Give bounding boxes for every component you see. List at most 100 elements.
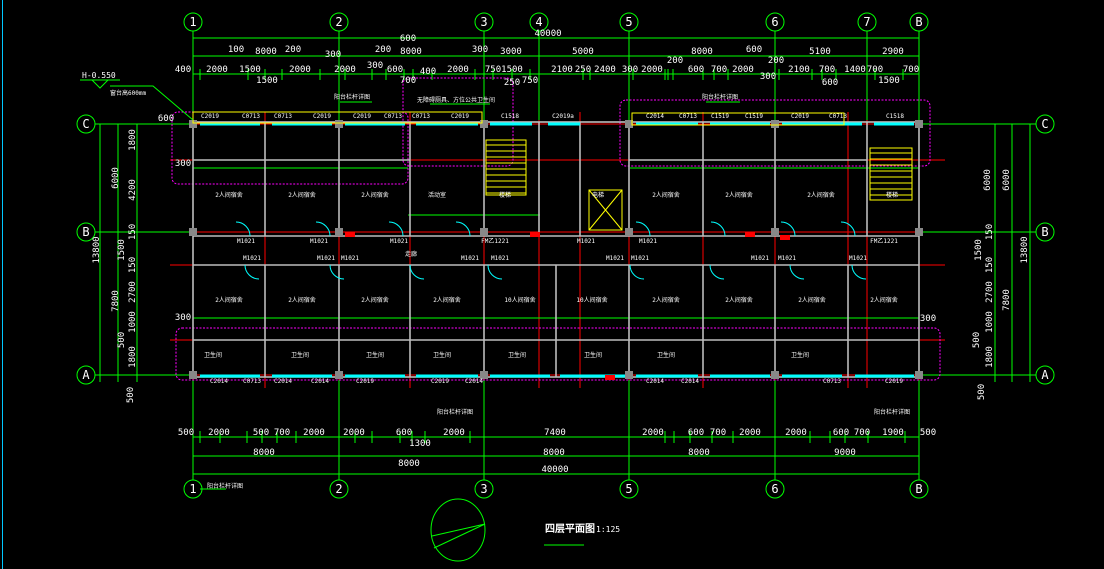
axis-label: A [82,368,90,382]
door-code: M1021 [461,255,479,262]
room-label: 2人间宿舍 [807,191,835,199]
room-label: 楼梯 [886,191,898,199]
axis-bubble-left[interactable]: A [76,365,96,385]
door-swing [388,221,404,237]
door-swing [709,264,725,280]
window-code: C0713 [274,113,292,120]
dimension-label: 700 [711,65,727,75]
dimension-label: 1500 [117,239,127,261]
dimension-label: 2000 [443,428,465,438]
door-code: M1021 [577,238,595,245]
dimension-label: 40000 [534,29,561,39]
dimension-label: 1800 [985,346,995,368]
sill-note: 窗台高600mm [110,89,146,97]
axis-bubble-bottom[interactable]: B [909,479,929,499]
window-code: C2019 [353,113,371,120]
dimension-label: 200 [768,56,784,66]
dimension-label: 6000 [983,169,993,191]
axis-bubble-top[interactable]: 7 [857,12,877,32]
dimension-label: 400 [420,67,436,77]
axis-label: 5 [625,482,632,496]
door-swing [409,264,425,280]
dimension-label: 600 [688,428,704,438]
column [915,120,923,128]
room-label: 卫生间 [508,351,526,359]
window-code: C2019 [791,113,809,120]
axis-bubble-top[interactable]: 6 [765,12,785,32]
axis-label: 3 [480,482,487,496]
fire-door-mark [745,232,755,237]
dimension-lines [95,31,1036,490]
dimension-label: 500 [977,384,987,400]
fire-door-mark [530,232,540,237]
door-code: M1021 [390,238,408,245]
dimension-label: 600 [387,65,403,75]
axis-bubble-top[interactable]: 2 [329,12,349,32]
dimension-label: 1500 [878,76,900,86]
door-code: M1021 [631,255,649,262]
dimension-label: 300 [622,65,638,75]
column [625,120,633,128]
window-code: C0713 [243,378,261,385]
window-code: C2014 [681,378,699,385]
dimension-label: 13800 [92,236,102,263]
room-label: 卫生间 [204,351,222,359]
dimension-label: 100 [228,45,244,55]
dimension-label: 2000 [208,428,230,438]
dimension-label: 1800 [128,129,138,151]
axis-bubble-top[interactable]: 3 [474,12,494,32]
dimension-label: 500 [972,332,982,348]
dimension-label: 2000 [642,428,664,438]
dimension-label: 2100 [788,65,810,75]
dimension-label: 700 [867,65,883,75]
dimension-label: 1400 [844,65,866,75]
window-code: C2019a [552,113,574,120]
axis-bubble-bottom[interactable]: 2 [329,479,349,499]
north-arrow [430,498,486,562]
dimension-label: 700 [400,76,416,86]
window-code: C1519 [711,113,729,120]
door-code: M1021 [341,255,359,262]
door-code: M1021 [237,238,255,245]
axis-bubble-top[interactable]: 5 [619,12,639,32]
axis-bubble-bottom[interactable]: 1 [183,479,203,499]
dimension-label: 600 [833,428,849,438]
axis-bubble-top[interactable]: B [909,12,929,32]
room-label: 活动室 [428,191,446,199]
column [915,228,923,236]
axis-bubble-left[interactable]: C [76,114,96,134]
dimension-label: 2000 [447,65,469,75]
axis-bubble-bottom[interactable]: 6 [765,479,785,499]
dimension-label: 8000 [400,47,422,57]
dimension-label: 2400 [594,65,616,75]
column [625,228,633,236]
door-swing [329,264,345,280]
note-label: 阳台栏杆详图 [702,93,738,101]
axis-bubble-right[interactable]: A [1035,365,1055,385]
dimension-label: 500 [117,332,127,348]
dimension-label: 8000 [255,47,277,57]
dimension-label: 7800 [1002,289,1012,311]
axis-bubble-right[interactable]: C [1035,114,1055,134]
axis-bubble-bottom[interactable]: 5 [619,479,639,499]
axis-bubble-bottom[interactable]: 3 [474,479,494,499]
dimension-label: 300 [760,72,776,82]
dimension-label: 300 [175,159,191,169]
axis-label: 2 [335,15,342,29]
drawing-scale: 1:125 [596,525,620,534]
window-code: C2019 [431,378,449,385]
door-swing [789,264,805,280]
window-code: C2019 [451,113,469,120]
note-label: 阳台栏杆详图 [437,408,473,416]
stair [485,139,527,196]
dimension-label: 700 [819,65,835,75]
door-code: M1021 [310,238,328,245]
dimension-label: 150 [985,224,995,240]
axis-bubble-right[interactable]: B [1035,222,1055,242]
axis-bubble-top[interactable]: 1 [183,12,203,32]
dimension-label: 1800 [128,346,138,368]
window-callout-box [631,112,845,126]
door-code: M1021 [639,238,657,245]
